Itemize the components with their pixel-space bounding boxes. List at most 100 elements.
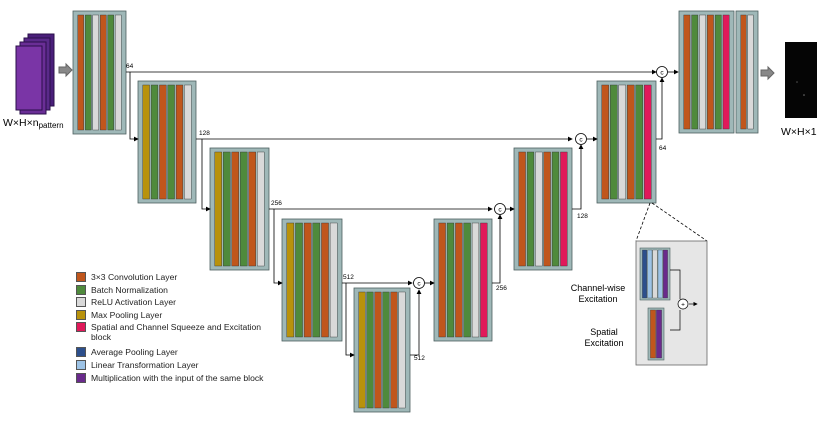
bottleneck-block-layer-conv (374, 291, 382, 409)
output-image (785, 42, 817, 118)
concat-node-64: c (656, 66, 668, 78)
legend-label: Multiplication with the input of the sam… (91, 372, 264, 383)
encoder-block-256-layer-bn (240, 151, 248, 267)
legend-swatch (76, 272, 86, 282)
output-block-main (678, 10, 735, 134)
svg-text:64: 64 (126, 63, 134, 70)
encoder-block-512-layer-bn (312, 222, 321, 338)
svg-text:128: 128 (199, 130, 210, 137)
legend-item: Batch Normalization (76, 284, 266, 295)
encoder-block-64-layer-conv (100, 14, 107, 131)
decoder-block-128-layer-relu (535, 151, 543, 267)
decoder-block-64-layer-scse (644, 84, 652, 200)
output-block-main-layer-conv (683, 14, 691, 130)
legend-label: Batch Normalization (91, 284, 168, 295)
decoder-block-128-layer-conv (518, 151, 526, 267)
legend-swatch (76, 297, 86, 308)
spatial-excitation-block-layer-mult (656, 309, 662, 359)
decoder-block-128-layer-scse (560, 151, 568, 267)
svg-text:256: 256 (496, 285, 507, 292)
output-block-main-layer-bn (691, 14, 699, 130)
output-block-main-layer-scse (722, 14, 730, 130)
bottleneck-block-layer-pool (358, 291, 366, 409)
legend-item: Average Pooling Layer (76, 347, 266, 358)
decoder-block-128 (513, 147, 573, 271)
output-block-main-layer-bn (714, 14, 722, 130)
encoder-block-512-layer-conv (321, 222, 329, 338)
legend-label: 3×3 Convolution Layer (91, 272, 178, 282)
encoder-block-128-layer-bn (167, 84, 175, 200)
connection-lines (126, 69, 679, 358)
svg-text:512: 512 (343, 274, 354, 281)
output-block-final-layer-conv (740, 14, 747, 130)
encoder-block-512-layer-pool (286, 222, 295, 338)
encoder-block-256 (209, 147, 270, 271)
encoder-block-64-layer-bn (107, 14, 114, 131)
decoder-block-256-layer-relu (471, 222, 480, 338)
legend-swatch (76, 359, 86, 370)
legend-swatch (76, 284, 86, 295)
legend-item: Linear Transformation Layer (76, 359, 266, 370)
decoder-block-64 (596, 80, 657, 204)
encoder-block-64-layer-conv (77, 14, 84, 131)
bottleneck-block-layer-relu (398, 291, 406, 409)
scse-add-node (677, 298, 689, 310)
encoder-block-128-layer-conv (159, 84, 167, 200)
legend-swatch (76, 347, 86, 358)
spatial-excitation-block-layer-conv (650, 309, 656, 359)
encoder-block-64-layer-bn (85, 14, 92, 131)
decoder-block-64-layer-relu (618, 84, 626, 200)
encoder-block-256-layer-conv (231, 151, 239, 267)
scse-detail-inset: + (635, 202, 708, 366)
encoder-block-128-layer-conv (175, 84, 184, 200)
output-dims-label: W×H×1 (781, 126, 817, 138)
encoder-block-256-layer-pool (214, 151, 222, 267)
legend-label: Max Pooling Layer (91, 309, 163, 320)
channel-excitation-block-layer-linear (657, 249, 663, 299)
svg-text:c: c (660, 70, 664, 77)
concat-nodes: c c c c (413, 66, 668, 289)
decoder-block-256-layer-bn (446, 222, 455, 338)
legend-label: ReLU Activation Layer (91, 297, 177, 308)
decoder-block-64-layer-conv (601, 84, 609, 200)
output-block-main-layer-relu (699, 14, 706, 130)
concat-node-256: c (494, 203, 506, 215)
svg-text:c: c (498, 207, 502, 214)
encoder-block-256-layer-conv (248, 151, 256, 267)
legend-item: Spatial and Channel Squeeze and Excitati… (76, 322, 266, 342)
encoder-block-512-layer-bn (295, 222, 303, 338)
decoder-block-64-layer-bn (610, 84, 618, 200)
decoder-block-64-layer-bn (635, 84, 643, 200)
output-block-main-layer-conv (707, 14, 714, 130)
svg-text:64: 64 (659, 145, 667, 152)
legend-item: Max Pooling Layer (76, 309, 266, 320)
output-block-final (735, 10, 759, 134)
decoder-block-256 (433, 218, 493, 342)
encoder-block-256-layer-bn (223, 151, 231, 267)
encoder-block-512 (281, 218, 343, 342)
legend-label: Linear Transformation Layer (91, 359, 199, 370)
output-arrow (760, 65, 775, 81)
encoder-block-64-layer-relu (115, 14, 122, 131)
decoder-block-128-layer-conv (543, 151, 551, 267)
input-dims-label: W×H×npattern (3, 117, 64, 130)
spatial-excitation-block (647, 307, 665, 361)
legend-label: Spatial and Channel Squeeze and Excitati… (91, 322, 262, 343)
input-image-stack (15, 33, 55, 115)
legend-item: Multiplication with the input of the sam… (76, 372, 266, 383)
decoder-block-128-layer-bn (526, 151, 535, 267)
bottleneck-block-layer-bn (382, 291, 390, 409)
input-arrow (58, 62, 73, 78)
decoder-block-256-layer-conv (438, 222, 446, 338)
encoder-block-128 (137, 80, 197, 204)
channel-excitation-block (639, 247, 671, 301)
encoder-block-64-layer-relu (92, 14, 99, 131)
channel-excitation-block-layer-relu (652, 249, 658, 299)
concat-node-128: c (575, 133, 587, 145)
encoder-block-256-layer-relu (257, 151, 265, 267)
svg-text:256: 256 (271, 200, 282, 207)
legend-item: ReLU Activation Layer (76, 297, 266, 308)
